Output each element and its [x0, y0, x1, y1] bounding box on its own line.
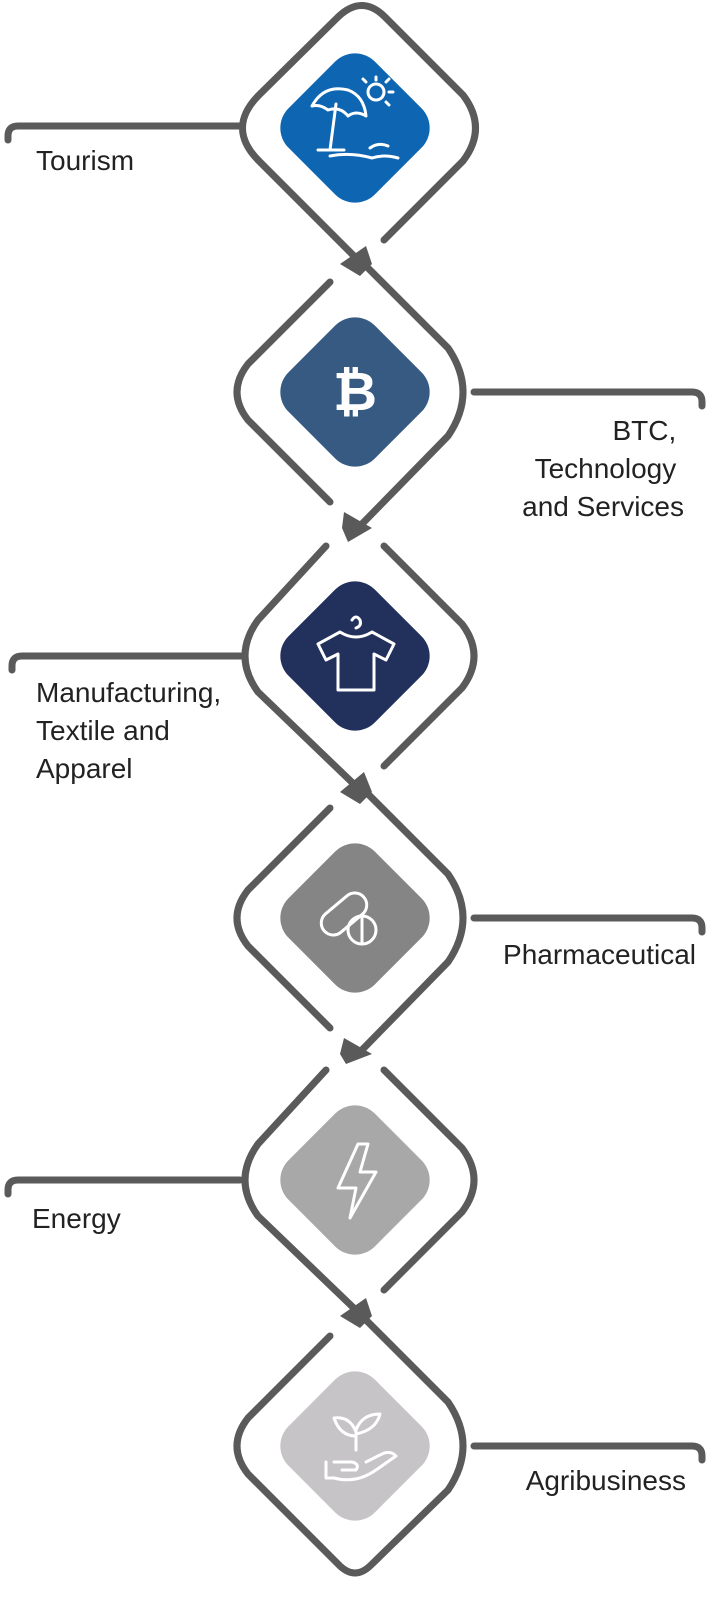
arrow-head-icon [340, 1038, 372, 1064]
connector-line [4, 1176, 244, 1198]
connector-line [8, 652, 246, 674]
diamond-outline [233, 788, 467, 1056]
beach-umbrella-icon [310, 75, 400, 160]
stage-label: Tourism [36, 145, 134, 176]
stage-tourism: Tourism [4, 2, 479, 266]
lightning-bolt-icon [336, 1142, 378, 1220]
diamond-outline [239, 2, 479, 266]
diamond-outline [241, 1066, 478, 1318]
tile-tourism [280, 53, 430, 203]
plant-in-hand-icon [324, 1412, 398, 1482]
arrow-head-icon [342, 512, 372, 542]
stage-btc-technology-services: ₿ BTC, Technology and Services [233, 262, 706, 530]
tile-energy [280, 1105, 430, 1255]
connector-line [470, 388, 706, 410]
stage-agribusiness: Agribusiness [233, 1316, 706, 1577]
stage-manufacturing-textile-apparel: Manufacturing, Textile and Apparel [8, 542, 478, 794]
diamond-outline [241, 542, 478, 794]
diamond-outline [233, 1316, 467, 1577]
arrow-head-icon [340, 772, 372, 804]
stage-pharmaceutical: Pharmaceutical [233, 788, 706, 1056]
connector-line [470, 914, 706, 936]
diamond-outline [233, 262, 467, 530]
arrow-head-icon [340, 246, 372, 276]
stage-label: Pharmaceutical [503, 939, 696, 970]
bitcoin-icon: ₿ [333, 360, 377, 423]
flow-arrows [340, 246, 372, 1328]
tile-manufacturing [280, 581, 430, 731]
stage-label: BTC, Technology and Services [522, 415, 684, 522]
stage-label: Agribusiness [526, 1465, 686, 1496]
stage-energy: Energy [4, 1066, 478, 1318]
stage-label: Energy [32, 1203, 121, 1234]
tile-btc [280, 317, 430, 467]
tshirt-on-hanger-icon [316, 615, 396, 692]
arrow-head-icon [340, 1298, 372, 1328]
connector-line [470, 1442, 706, 1464]
connector-line [4, 122, 244, 144]
stage-label: Manufacturing, Textile and Apparel [36, 677, 229, 784]
pills-icon [319, 891, 378, 946]
